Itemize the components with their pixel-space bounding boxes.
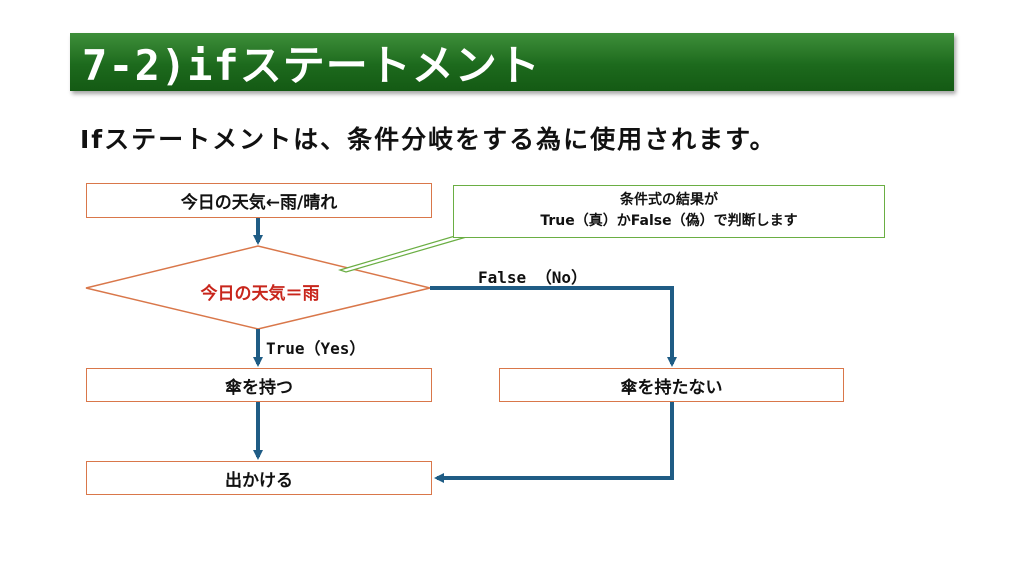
callout-box: 条件式の結果が True（真）かFalse（偽）で判断します (453, 185, 885, 238)
true-branch-label: True（Yes） (266, 339, 366, 358)
page-subtitle: Ifステートメントは、条件分岐をする為に使用されます。 (80, 125, 777, 154)
false-action-box: 傘を持たない (499, 368, 844, 402)
page-title: 7-2)ifステートメント (82, 40, 541, 90)
true-action-box: 傘を持つ (86, 368, 432, 402)
start-box: 今日の天気←雨/晴れ (86, 183, 432, 218)
arrow-false-to-end (434, 402, 674, 483)
end-box: 出かける (86, 461, 432, 495)
arrow-false-branch (430, 286, 677, 367)
callout-pointer (337, 235, 466, 273)
title-bar: 7-2)ifステートメント (70, 33, 954, 91)
decision-label: 今日の天気＝雨 (200, 284, 320, 304)
callout-line-1: 条件式の結果が (620, 192, 718, 208)
callout-line-2: True（真）かFalse（偽）で判断します (540, 213, 798, 229)
false-branch-label: False （No） (478, 268, 588, 287)
